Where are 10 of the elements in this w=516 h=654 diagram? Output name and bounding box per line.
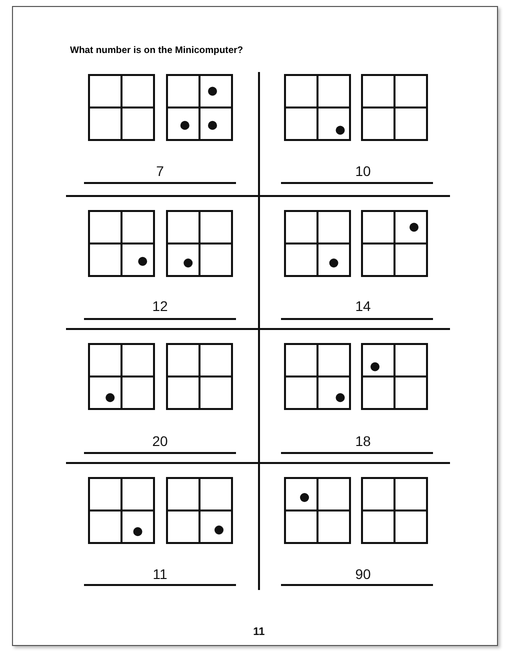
answer-number: 18 [354,433,372,449]
page-number: 11 [252,625,266,640]
answer-number: 14 [354,298,372,314]
answer-number: 12 [151,298,169,314]
worksheet-title: What number is on the Minicomputer? [70,44,244,58]
answer-number: 20 [151,433,169,449]
answer-number: 90 [354,566,372,582]
answer-number: 11 [152,566,168,582]
answer-number: 10 [354,163,372,179]
answer-number: 7 [155,163,165,179]
